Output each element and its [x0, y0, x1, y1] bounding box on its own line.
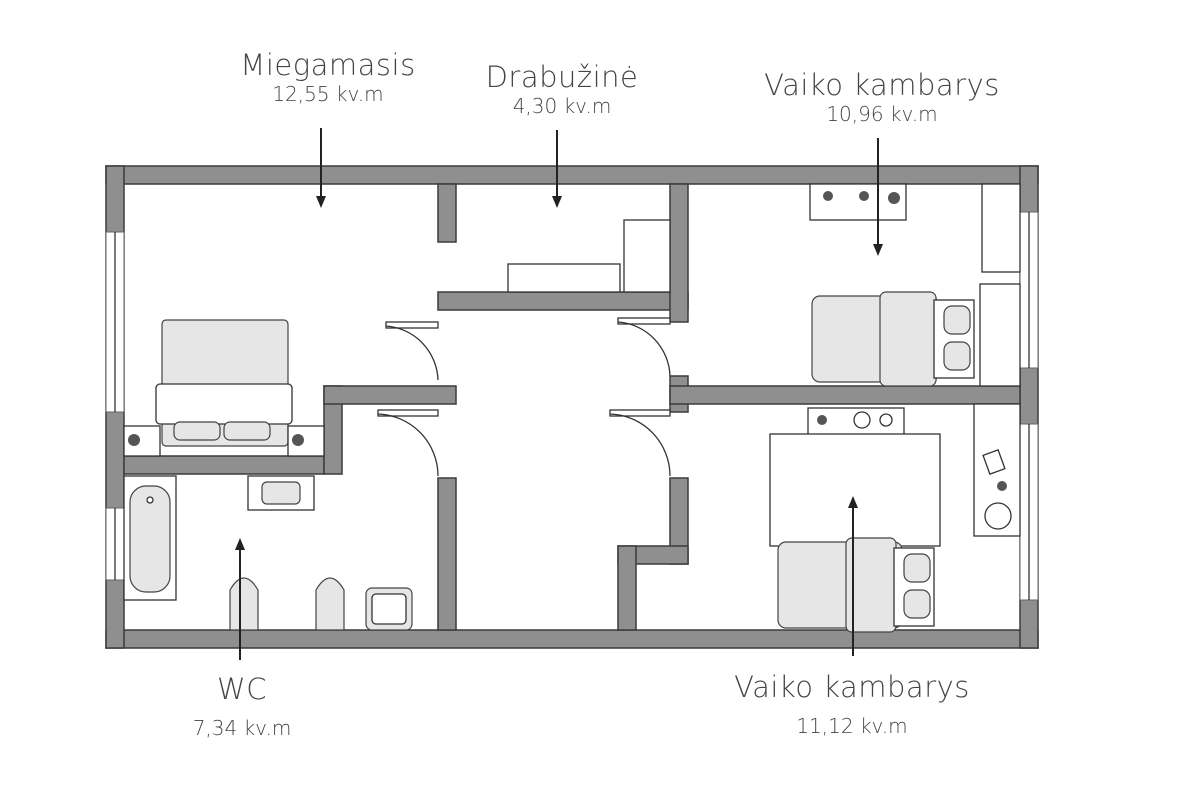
bedroom-label: Miegamasis 12,55 kv.m [228, 48, 428, 106]
bedroom-name: Miegamasis [240, 48, 416, 82]
bedroom-furniture [123, 319, 325, 457]
wardrobe-name: Drabužinė [485, 60, 639, 94]
windows [105, 211, 1039, 601]
kids-room-1-area: 10,96 kv.m [826, 102, 938, 126]
wardrobe-label: Drabužinė 4,30 kv.m [462, 60, 662, 118]
kids-room-1-label: Vaiko kambarys 10,96 kv.m [752, 68, 1012, 126]
bedroom-area: 12,55 kv.m [272, 82, 384, 106]
wc-furniture [123, 475, 413, 631]
kids-room-1-name: Vaiko kambarys [764, 68, 1000, 102]
wc-area: 7,34 kv.m [192, 716, 292, 740]
kids-room-2-furniture [769, 403, 1021, 633]
wc-name: WC [217, 672, 267, 706]
wc-label: WC 7,34 kv.m [142, 672, 342, 740]
kids-room-2-name: Vaiko kambarys [734, 670, 970, 704]
label-arrows [235, 128, 883, 660]
kids-room-2-area: 11,12 kv.m [796, 714, 908, 738]
wardrobe-area: 4,30 kv.m [512, 94, 612, 118]
wardrobe-shelves [507, 219, 671, 293]
kids-room-1-furniture [809, 183, 1021, 387]
doors [377, 317, 671, 477]
kids-room-2-label: Vaiko kambarys 11,12 kv.m [722, 670, 982, 738]
interior-walls [123, 183, 1021, 631]
